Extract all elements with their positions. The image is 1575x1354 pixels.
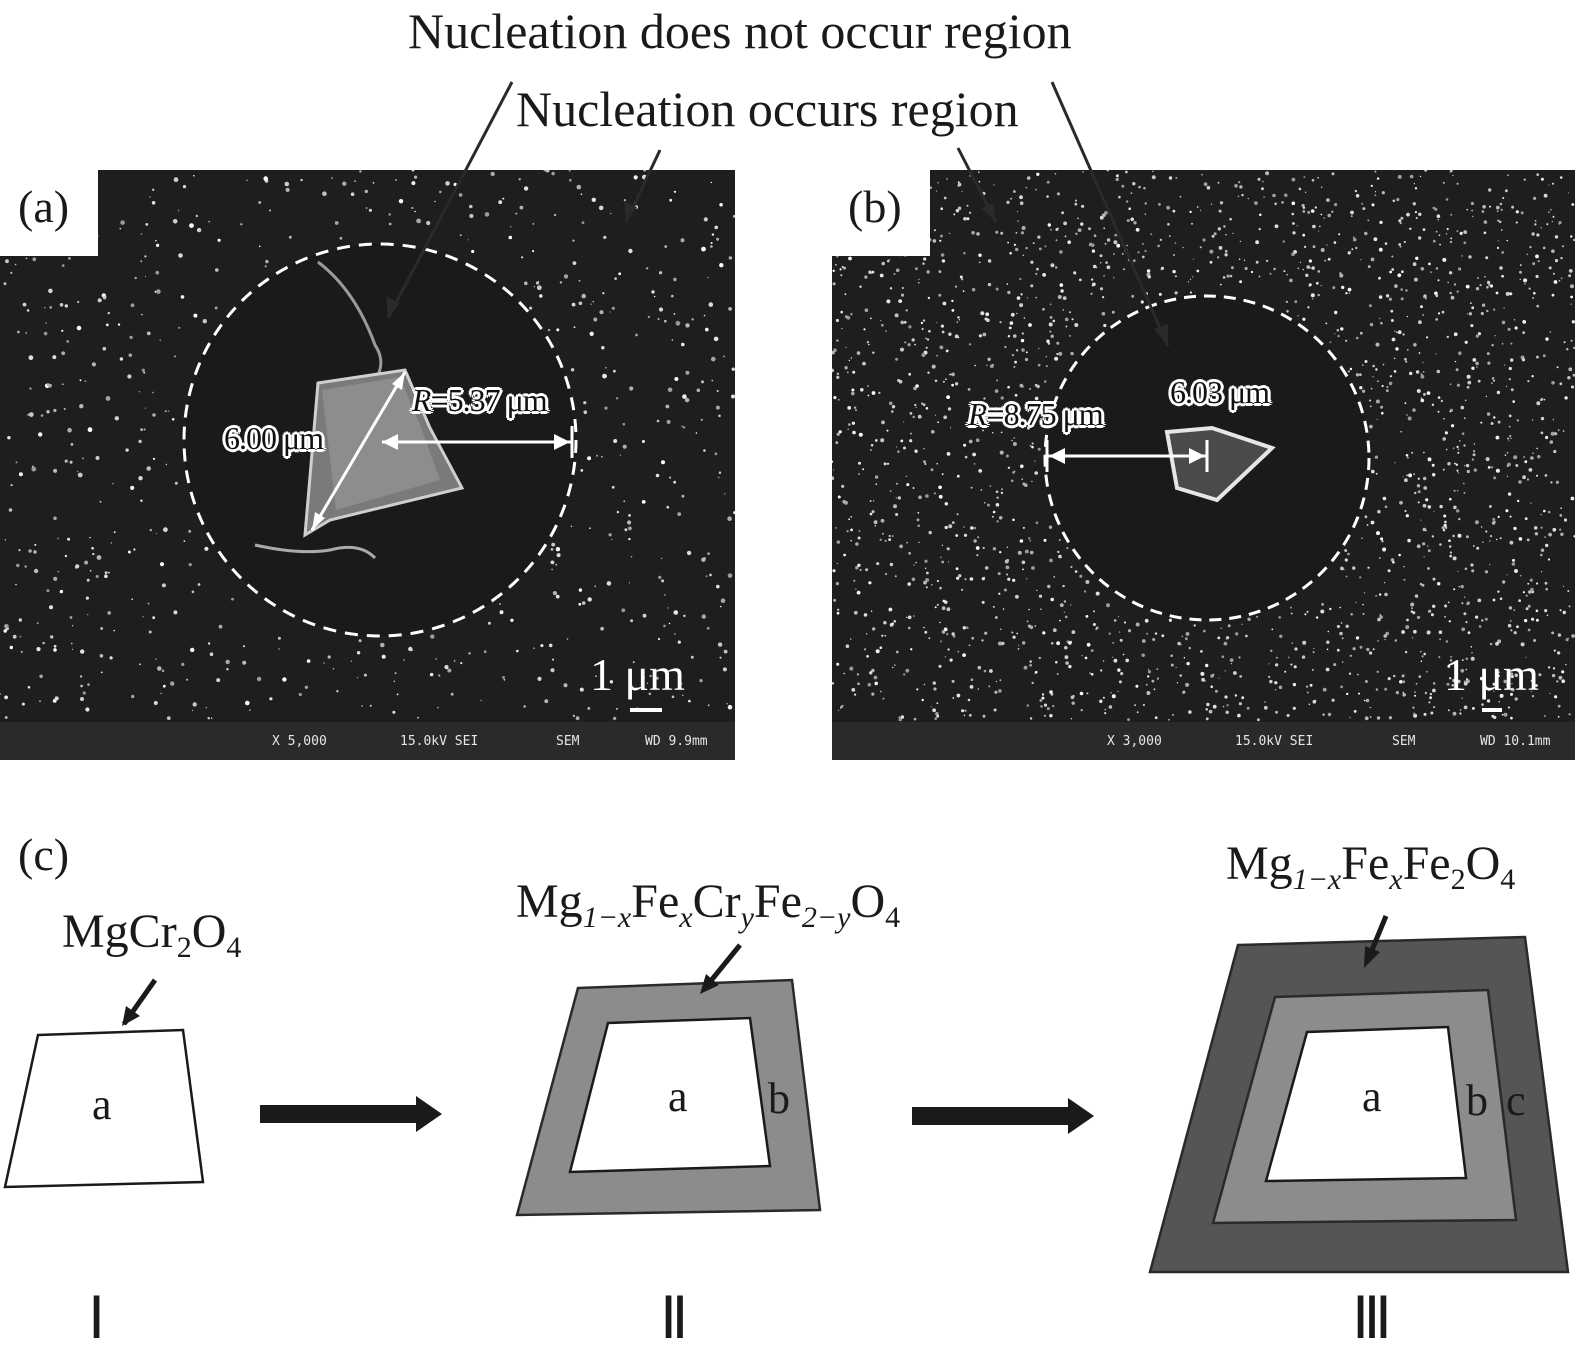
stage-numeral-3: Ⅲ: [1352, 1286, 1392, 1351]
stage-numeral-1: Ⅰ: [88, 1286, 106, 1351]
radius-label-b: R=8.75 μm: [968, 396, 1104, 432]
scale-bar-label-b: 1 μm: [1444, 649, 1539, 700]
transition-arrow-2: [912, 1107, 1072, 1125]
sem-info-bar-a: X 5,000 15.0kV SEI SEM WD 9.9mm: [0, 722, 735, 760]
sem-image-b: [832, 170, 1575, 722]
formula-stage-3: Mg1−xFexFe2O4: [1226, 837, 1516, 896]
callout-nucleation-occurs: Nucleation occurs region: [516, 81, 1019, 137]
sem-panel-a: R=5.37 μm 6.00 μm 1 μm X 5,000 15.0kV SE…: [0, 170, 735, 760]
stage-2-letter-a: a: [668, 1072, 688, 1121]
formula-stage-1: MgCr2O4: [62, 905, 242, 964]
panel-label-a: (a): [0, 170, 98, 256]
size-label-a: 6.00 μm: [224, 420, 324, 456]
transition-arrow-1: [260, 1105, 420, 1123]
scale-bar-label-a: 1 μm: [590, 649, 685, 700]
stage-numeral-2: Ⅱ: [660, 1286, 689, 1351]
dashed-circle-b: [1043, 294, 1371, 622]
formula-stage-2: Mg1−xFexCryFe2−yO4: [516, 875, 901, 934]
stage-2-core-a: [568, 1016, 772, 1174]
callout-nucleation-not-occur: Nucleation does not occur region: [408, 3, 1072, 59]
stage-1-core-a: [3, 1028, 205, 1189]
sem-panel-b: R=8.75 μm 6.03 μm 1 μm X 3,000 15.0kV SE…: [832, 170, 1575, 760]
dashed-circle-a: [182, 242, 578, 638]
stage-2-letter-b: b: [768, 1074, 790, 1123]
radius-label-a: R=5.37 μm: [412, 382, 548, 418]
stage-3-core-a: [1264, 1025, 1468, 1183]
sem-image-a: [0, 170, 735, 721]
panel-label-b: (b): [832, 170, 930, 256]
panel-label-c: (c): [18, 829, 70, 880]
particle-field-a: [0, 170, 735, 721]
size-label-b: 6.03 μm: [1170, 374, 1270, 410]
stage-3-letter-a: a: [1362, 1072, 1382, 1121]
stage-1-letter-a: a: [92, 1080, 112, 1129]
sem-info-bar-b: X 3,000 15.0kV SEI SEM WD 10.1mm: [832, 722, 1575, 760]
stage-3-letter-b: b: [1466, 1076, 1488, 1125]
crystal-b: [1164, 425, 1276, 503]
stage-3-letter-c: c: [1506, 1076, 1526, 1125]
